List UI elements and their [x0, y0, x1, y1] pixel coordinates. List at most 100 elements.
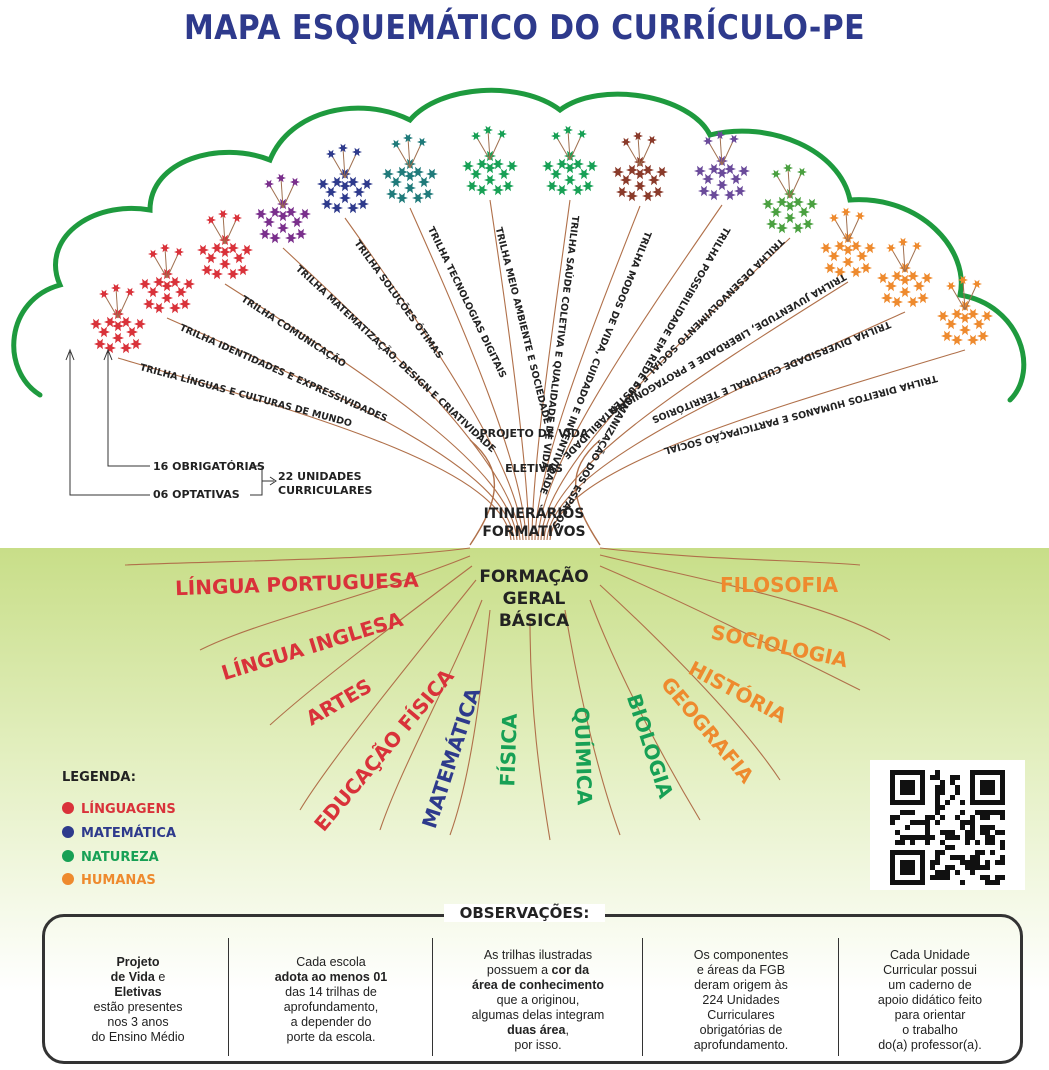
qr-module: [900, 810, 905, 815]
qr-module: [980, 825, 985, 830]
star-mark: [104, 342, 116, 354]
qr-module: [975, 865, 980, 870]
star-mark: [626, 164, 638, 176]
subject-quimica: QUÍMICA: [569, 706, 597, 806]
star-mark: [564, 174, 576, 186]
qr-module: [985, 875, 990, 880]
star-mark: [183, 278, 195, 290]
qr-module: [955, 790, 960, 795]
star-mark: [913, 280, 925, 292]
qr-module: [940, 840, 945, 845]
qr-module: [950, 780, 955, 785]
star-mark: [698, 185, 710, 197]
qr-module: [985, 865, 990, 870]
qr-module: [930, 835, 935, 840]
branch-line: [537, 204, 723, 541]
qr-code-icon[interactable]: [870, 760, 1025, 890]
qr-module: [925, 830, 930, 835]
subject-filosofia: FILOSOFIA: [720, 573, 839, 597]
star-mark: [648, 174, 660, 186]
qr-module: [990, 825, 995, 830]
qr-module: [965, 820, 970, 825]
itinerarios-label-2: FORMATIVOS: [482, 524, 586, 540]
star-mark: [792, 222, 804, 234]
star-mark: [891, 270, 903, 282]
blue-dot-icon: [62, 826, 74, 838]
star-mark: [855, 211, 865, 221]
qr-module: [970, 835, 975, 840]
qr-module: [985, 830, 990, 835]
qr-finder: [900, 860, 915, 875]
stem-line: [789, 171, 803, 199]
stem-line: [489, 133, 503, 161]
stem-line: [282, 181, 296, 209]
star-mark: [885, 280, 897, 292]
star-mark: [357, 198, 369, 210]
qr-module: [1000, 855, 1005, 860]
star-mark: [881, 292, 893, 304]
branch-line: [117, 357, 512, 541]
star-mark: [951, 308, 963, 320]
star-mark: [211, 242, 223, 254]
star-mark: [237, 264, 249, 276]
trail-cluster: [877, 237, 933, 308]
green-dot-icon: [62, 850, 74, 862]
projeto-de-vida-label: PROJETO DE VIDA: [479, 427, 589, 440]
star-mark: [694, 165, 706, 177]
qr-module: [945, 865, 950, 870]
star-mark: [484, 162, 496, 174]
qr-module: [950, 795, 955, 800]
star-mark: [160, 243, 170, 253]
qr-module: [970, 825, 975, 830]
star-mark: [626, 190, 638, 202]
star-mark: [958, 275, 968, 285]
stem-line: [166, 251, 180, 279]
root-line: [269, 565, 473, 726]
star-mark: [724, 163, 736, 175]
trail-cluster: [542, 125, 598, 196]
star-mark: [891, 296, 903, 308]
qr-finder: [980, 780, 995, 795]
stem-line: [845, 211, 849, 243]
qr-module: [935, 805, 940, 810]
qr-module: [1000, 810, 1005, 815]
qr-module: [940, 790, 945, 795]
star-mark: [255, 208, 267, 220]
star-mark: [898, 237, 908, 247]
star-mark: [734, 185, 746, 197]
qr-module: [945, 845, 950, 850]
star-mark: [798, 206, 810, 218]
qr-module: [960, 825, 965, 830]
arrow-line: [107, 352, 150, 467]
star-mark: [161, 280, 173, 292]
qr-module: [935, 775, 940, 780]
qr-module: [940, 815, 945, 820]
star-mark: [90, 318, 102, 330]
qr-module: [970, 815, 975, 820]
observation-2: Cada escola adota ao menos 01 das 14 tri…: [274, 955, 388, 1044]
star-mark: [907, 270, 919, 282]
qr-module: [970, 865, 975, 870]
star-mark: [572, 184, 584, 196]
qr-module: [985, 835, 990, 840]
observations-title-wrap: OBSERVAÇÕES:: [0, 904, 1049, 923]
star-mark: [112, 332, 124, 344]
star-mark: [338, 143, 348, 153]
stem-line: [721, 138, 735, 166]
star-mark: [339, 192, 351, 204]
star-mark: [386, 188, 398, 200]
qr-module: [915, 835, 920, 840]
arrow-line: [69, 352, 150, 496]
star-mark: [783, 163, 793, 173]
star-mark: [295, 228, 307, 240]
star-mark: [877, 272, 889, 284]
qr-module: [940, 780, 945, 785]
star-mark: [642, 190, 654, 202]
qr-module: [930, 860, 935, 865]
star-mark: [652, 186, 664, 198]
star-mark: [205, 252, 217, 264]
star-mark: [232, 213, 242, 223]
observation-5: Cada Unidade Curricular possui um cadern…: [877, 947, 983, 1052]
qr-module: [955, 870, 960, 875]
star-mark: [502, 180, 514, 192]
